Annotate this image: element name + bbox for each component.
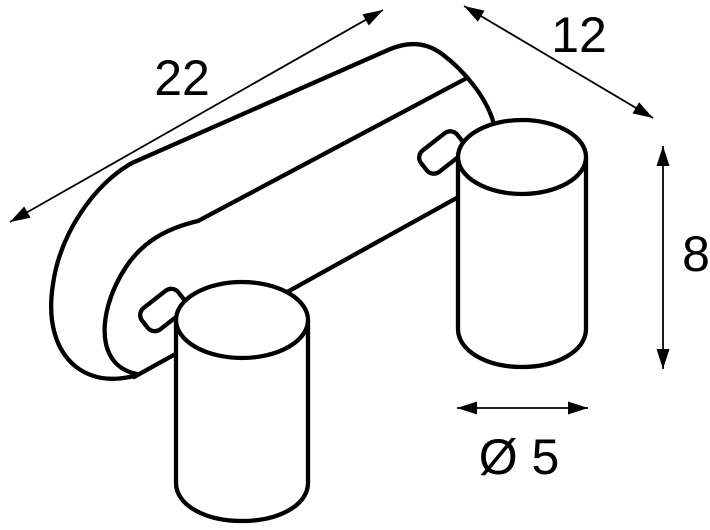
dimension-length-line (9, 9, 384, 223)
arrowhead-icon (464, 6, 485, 22)
dimension-diameter: Ø 5 (457, 401, 588, 485)
spot-cylinder-right-top (455, 117, 589, 197)
dimension-height: 8 (656, 146, 710, 369)
dimension-label-height: 8 (682, 226, 710, 282)
joint-knuckle-left (138, 286, 188, 334)
spot-cylinder-left-body (173, 318, 311, 524)
fixture-drawing (49, 41, 589, 524)
arrowhead-icon (656, 349, 670, 369)
dimension-depth-line (463, 5, 654, 119)
arrowhead-icon (632, 102, 653, 118)
dimension-label-diameter: Ø 5 (479, 429, 560, 485)
arrowhead-icon (362, 10, 383, 26)
arrowhead-icon (656, 146, 670, 166)
dimension-label-depth: 12 (551, 7, 607, 63)
base-bar-top-face-edge (102, 76, 468, 377)
spot-cylinder-right (455, 117, 589, 370)
dimension-label-length: 22 (154, 50, 210, 106)
joint-knuckle-left-tab (138, 286, 188, 334)
arrowhead-icon (568, 401, 588, 415)
dimension-length: 22 (9, 9, 384, 223)
dimension-depth: 12 (463, 5, 654, 119)
arrowhead-icon (10, 206, 31, 222)
spot-cylinder-left (173, 279, 311, 524)
arrowhead-icon (457, 401, 477, 415)
spot-cylinder-left-top (173, 279, 311, 361)
base-bar-outer-silhouette (49, 41, 496, 381)
joint-knuckle-right (417, 129, 467, 176)
joint-knuckle-right-tab (417, 129, 467, 176)
spot-cylinder-right-body (455, 154, 589, 370)
